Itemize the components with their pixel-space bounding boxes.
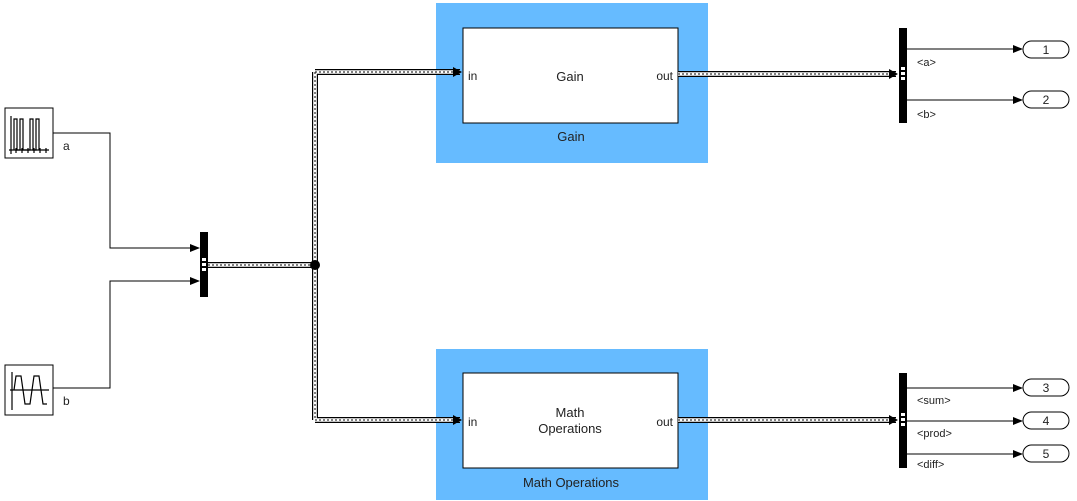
sine-wave-block[interactable] <box>4 364 54 416</box>
math-output-bus-line[interactable] <box>678 415 898 425</box>
outport-5[interactable]: 5 <box>1022 444 1070 463</box>
bus-selector-top[interactable] <box>899 28 907 123</box>
math-operations-subsystem-block[interactable]: Math Operations in out <box>462 372 679 469</box>
gain-in-port-label: in <box>468 69 477 83</box>
bus-arrow-to-math <box>453 415 462 425</box>
selector-signal-diff: <diff> <box>917 459 944 471</box>
bus-creator-block[interactable] <box>200 232 208 297</box>
signal-a-line[interactable] <box>53 132 200 252</box>
outport-3-number: 3 <box>1043 381 1050 395</box>
signal-b-line[interactable] <box>53 277 200 389</box>
bus-selector-bottom[interactable] <box>899 373 907 468</box>
math-block-label-line2: Operations <box>538 421 602 436</box>
outport-3[interactable]: 3 <box>1022 378 1070 397</box>
bus-arrow-to-gain <box>453 67 462 77</box>
selector-signal-prod: <prod> <box>917 428 952 440</box>
gain-subsystem-caption: Gain <box>557 129 584 144</box>
gain-out-port-label: out <box>656 69 673 83</box>
outport-4-number: 4 <box>1043 414 1050 428</box>
signal-b-label: b <box>63 394 70 408</box>
pulse-generator-block[interactable] <box>4 107 54 159</box>
math-out-port-label: out <box>656 415 673 429</box>
signal-a-label: a <box>63 139 70 153</box>
outport-1-number: 1 <box>1043 43 1050 57</box>
gain-subsystem-block[interactable]: Gain in out <box>462 27 679 124</box>
outport-1[interactable]: 1 <box>1022 40 1070 59</box>
math-in-port-label: in <box>468 415 477 429</box>
pulse-generator-icon <box>9 116 49 154</box>
selector-signal-a: <a> <box>917 57 936 69</box>
gain-output-bus-line[interactable] <box>678 69 898 79</box>
bus-main-line[interactable] <box>208 69 460 423</box>
math-subsystem-caption: Math Operations <box>523 475 620 490</box>
gain-block-label: Gain <box>556 69 583 84</box>
selector-signal-sum: <sum> <box>917 395 951 407</box>
math-block-label-line1: Math <box>556 405 585 420</box>
outport-2[interactable]: 2 <box>1022 90 1070 109</box>
output-signal-lines[interactable] <box>907 45 1023 458</box>
outport-4[interactable]: 4 <box>1022 411 1070 430</box>
outport-2-number: 2 <box>1043 93 1050 107</box>
bus-branch-point <box>310 260 320 270</box>
outport-5-number: 5 <box>1043 447 1050 461</box>
sine-wave-icon <box>10 372 49 410</box>
selector-signal-b: <b> <box>917 109 936 121</box>
